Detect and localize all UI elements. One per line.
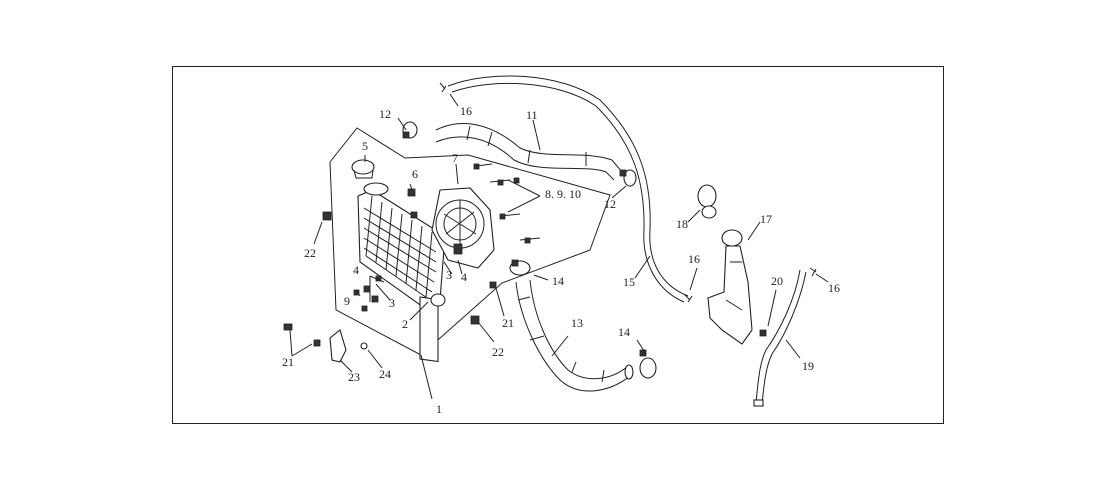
callout-13: 13 [571,316,583,330]
callout-6: 6 [412,167,418,181]
callout-23: 23 [348,370,360,384]
callout-17: 17 [760,212,772,226]
coolant-reservoir [707,229,753,345]
radiator-core [357,189,446,363]
leader-lines [289,93,829,400]
hose-clamps [402,82,817,379]
callout-15: 15 [623,275,635,289]
callout-21: 21 [282,355,294,369]
callout-16: 16 [460,104,472,118]
reservoir-hose [753,269,807,407]
callout-1: 1 [436,402,442,416]
overflow-hose [447,75,689,303]
callout-11: 11 [526,108,538,122]
reservoir-cap [697,184,717,219]
fasteners [283,163,541,350]
callout-9: 9 [344,294,350,308]
callout-14: 14 [552,274,564,288]
callout-7: 7 [452,151,458,165]
part-20-fitting [759,329,767,337]
lower-radiator-hose [515,279,634,392]
upper-radiator-hose [435,123,623,181]
callout-4: 4 [461,270,467,284]
callout-19: 19 [802,359,814,373]
callout-22: 22 [304,246,316,260]
callout-3: 3 [446,268,452,282]
radiator-cap [351,159,389,196]
callout-20: 20 [771,274,783,288]
callout-24: 24 [379,367,391,381]
callout-labels: 1 2 3 3 4 4 5 6 7 8. 9. 10 9 11 12 12 13… [282,104,840,416]
callout-21: 21 [502,316,514,330]
callout-22: 22 [492,345,504,359]
fan-shroud [431,187,495,269]
diagram-frame [172,66,944,424]
callout-12: 12 [379,107,391,121]
callout-4: 4 [353,263,359,277]
callout-3: 3 [389,296,395,310]
callout-5: 5 [362,139,368,153]
callout-14: 14 [618,325,630,339]
callout-8-9-10: 8. 9. 10 [545,187,581,201]
assembly-outline [329,127,611,356]
callout-2: 2 [402,317,408,331]
callout-12: 12 [604,197,616,211]
mounting-bracket [329,329,347,363]
callout-16: 16 [828,281,840,295]
callout-16: 16 [688,252,700,266]
callout-18: 18 [676,217,688,231]
